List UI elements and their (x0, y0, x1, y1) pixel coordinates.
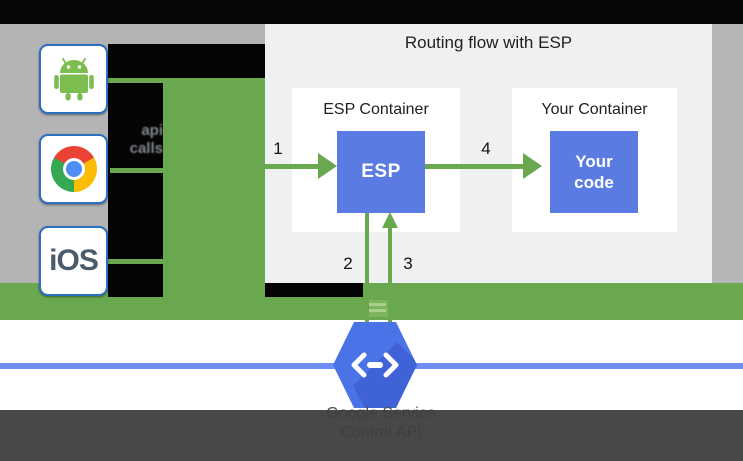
ios-client-box: iOS (39, 226, 108, 296)
arrow-4-line (425, 164, 523, 169)
arrow-2-line (365, 213, 369, 325)
band-dash (369, 309, 386, 312)
your-code-label: Your code (574, 152, 614, 192)
green-vertical-band (163, 78, 265, 297)
api-calls-label: api calls (129, 122, 163, 157)
ios-connector-line (108, 259, 163, 264)
chrome-client-box (39, 134, 108, 204)
step-2-label: 2 (343, 254, 353, 273)
android-icon (53, 57, 94, 101)
chrome-connector-line (110, 168, 163, 173)
bottom-dark-band (0, 410, 743, 461)
arrow-4-head-icon (523, 153, 542, 179)
top-black-bar (0, 0, 743, 24)
esp-node-label: ESP (361, 161, 401, 182)
arrow-3-line (388, 228, 392, 325)
step-3-label: 3 (403, 254, 413, 273)
esp-container-title: ESP Container (323, 101, 429, 118)
android-connector-line (108, 78, 163, 83)
esp-node: ESP (337, 131, 425, 213)
arrow-1-head-icon (318, 153, 337, 179)
android-client-box (39, 44, 108, 114)
right-gray-strip (712, 24, 743, 283)
band-dash (369, 303, 386, 306)
arrow-1-line (265, 164, 318, 169)
arrow-3-head-icon (382, 212, 398, 228)
cloud-service-hexagon-icon (333, 322, 417, 408)
your-container-title: Your Container (541, 101, 648, 118)
step-1-label: 1 (273, 139, 283, 158)
step-4-label: 4 (481, 139, 491, 158)
diagram-title: Routing flow with ESP (404, 33, 573, 52)
your-code-node: Your code (550, 131, 638, 213)
ios-label: iOS (49, 244, 99, 277)
chrome-icon (50, 146, 97, 192)
